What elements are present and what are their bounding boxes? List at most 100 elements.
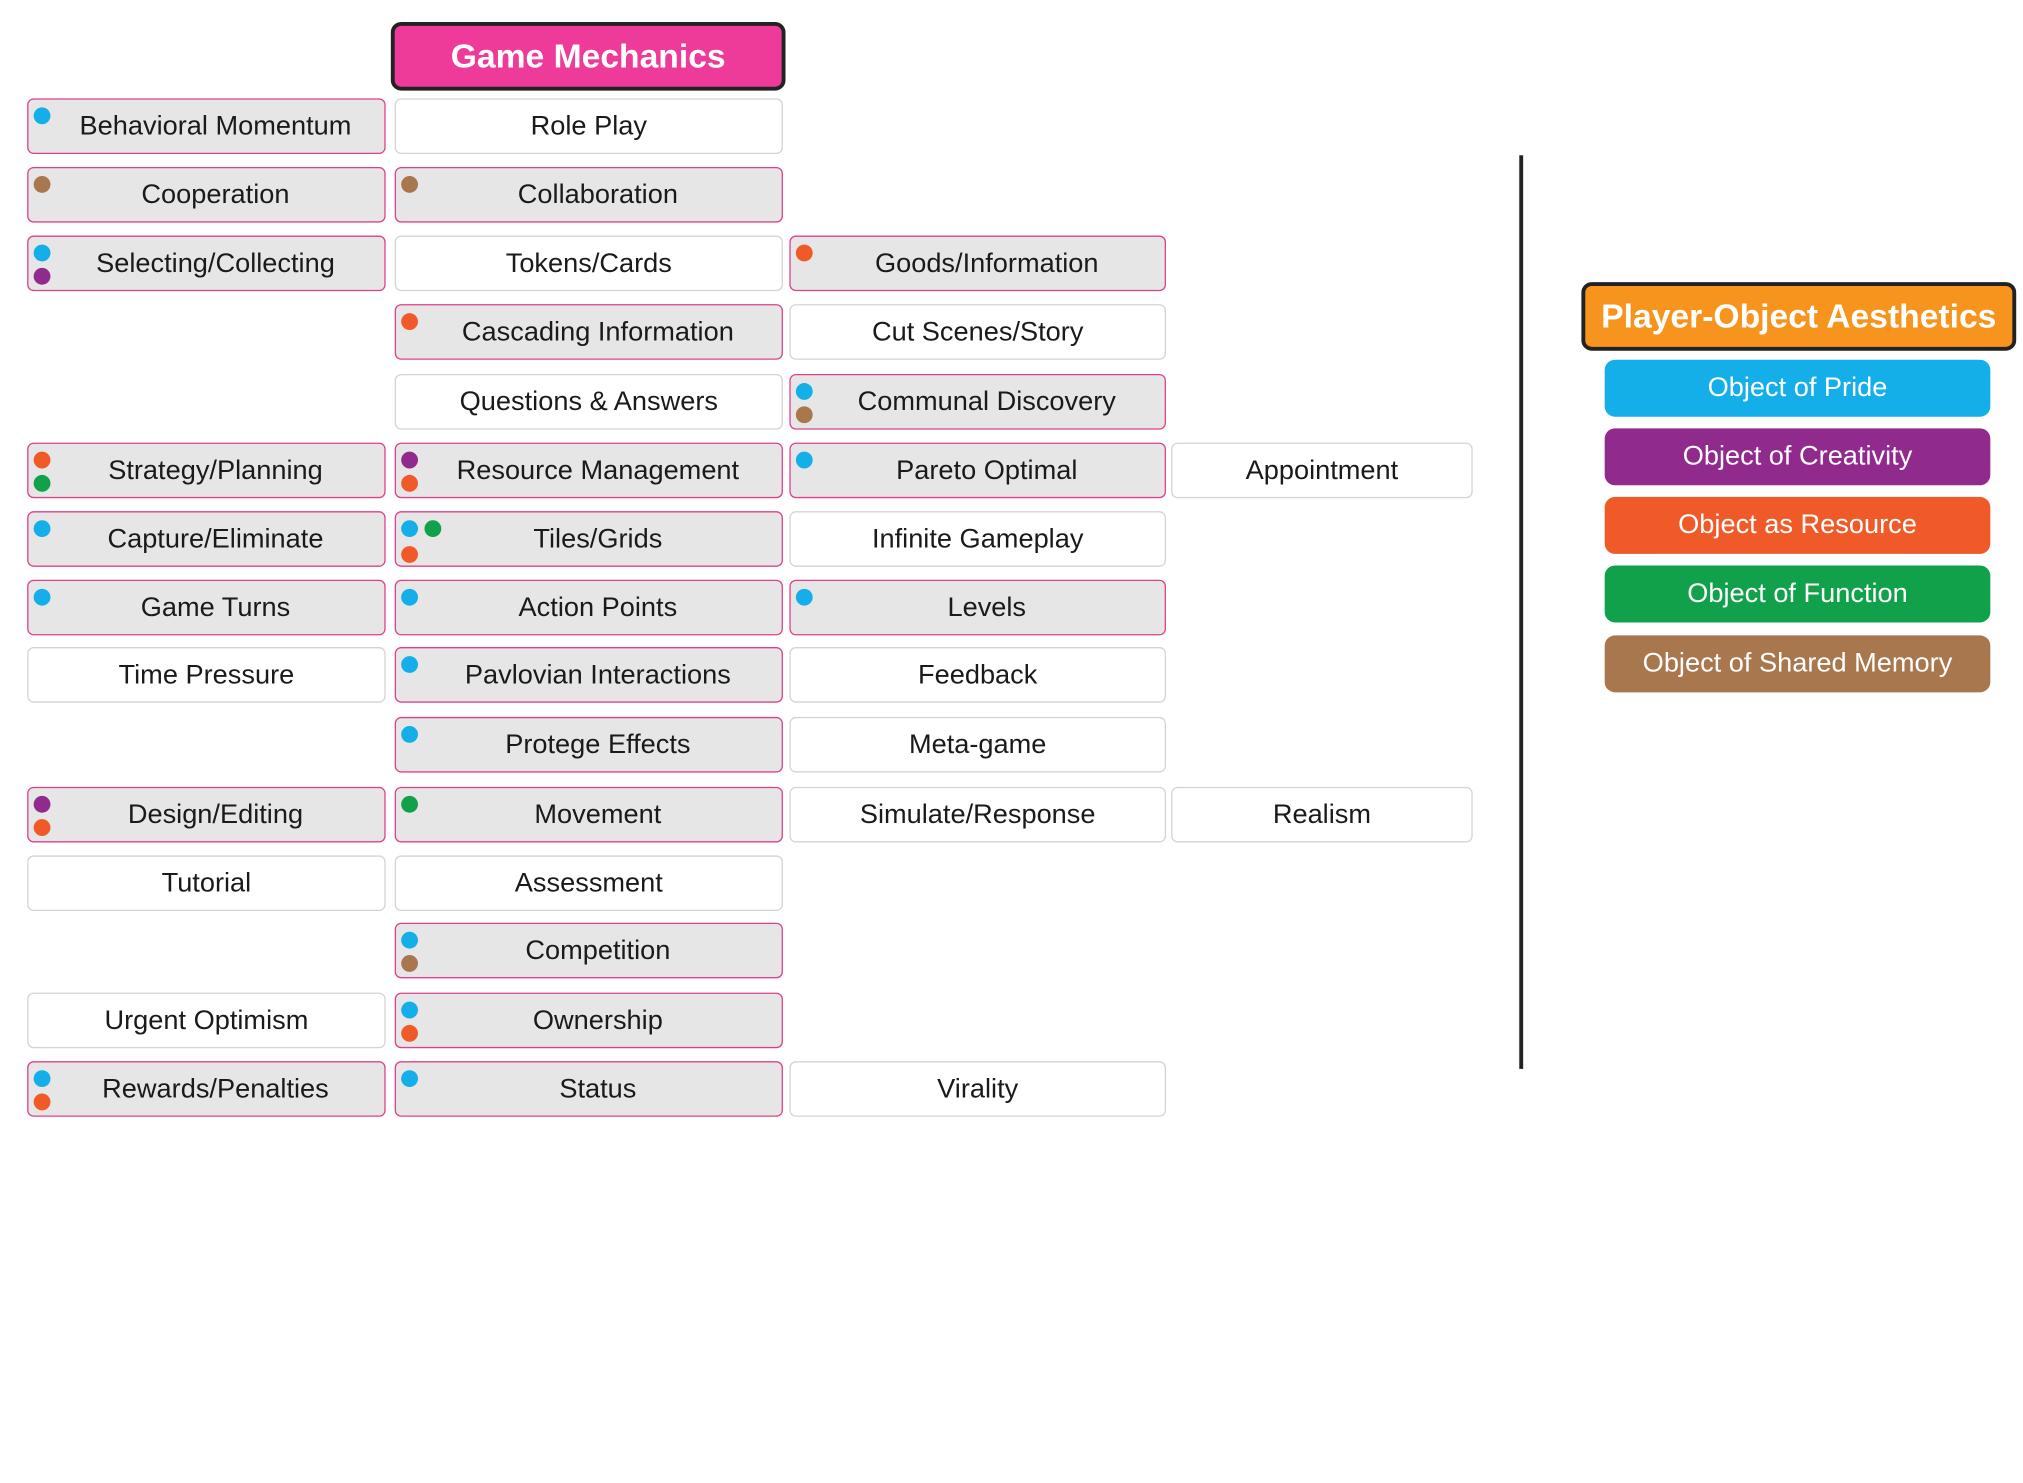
- mechanic-box: Cooperation: [27, 166, 386, 223]
- aesthetic-dot-pride: [401, 656, 418, 673]
- mechanic-label: Levels: [947, 592, 1027, 622]
- mechanic-box: Infinite Gameplay: [789, 511, 1166, 567]
- mechanic-box: Goods/Information: [789, 235, 1166, 292]
- mechanic-label: Cascading Information: [461, 316, 734, 347]
- aesthetic-dot-resource: [401, 474, 418, 492]
- mechanic-label: Collaboration: [517, 179, 678, 209]
- mechanic-label: Status: [559, 1073, 637, 1104]
- mechanic-box: Appointment: [1171, 442, 1473, 499]
- aesthetic-dot-function: [33, 474, 51, 492]
- mechanic-label: Design/Editing: [127, 799, 304, 829]
- legend-item-pride: Object of Pride: [1604, 359, 1991, 417]
- mechanic-label: Cut Scenes/Story: [871, 316, 1084, 347]
- player-object-aesthetics-title: Player-Object Aesthetics: [1581, 282, 2017, 351]
- mechanic-label: Realism: [1272, 799, 1371, 829]
- mechanic-box: Action Points: [394, 579, 783, 636]
- mechanic-box: Virality: [789, 1061, 1166, 1117]
- aesthetic-dot-pride: [401, 520, 418, 538]
- mechanic-label: Behavioral Momentum: [79, 110, 352, 141]
- mechanic-label: Game Turns: [140, 592, 291, 622]
- aesthetic-dot-function: [401, 795, 418, 813]
- mechanic-box: Design/Editing: [27, 786, 386, 843]
- aesthetic-dot-memory: [795, 406, 813, 424]
- mechanic-label: Communal Discovery: [857, 386, 1116, 417]
- aesthetic-dot-pride: [33, 1070, 51, 1088]
- aesthetic-dot-pride: [795, 451, 813, 469]
- mechanic-box: Feedback: [789, 647, 1166, 703]
- aesthetic-dot-pride: [795, 383, 813, 400]
- mechanic-label: Action Points: [518, 592, 678, 622]
- mechanic-box: Tiles/Grids: [394, 511, 783, 567]
- mechanic-label: Simulate/Response: [859, 799, 1096, 829]
- mechanic-label: Tiles/Grids: [533, 523, 663, 554]
- aesthetic-dot-pride: [401, 931, 418, 949]
- aesthetic-dot-creativity: [33, 795, 51, 813]
- legend-item-memory: Object of Shared Memory: [1604, 635, 1991, 693]
- aesthetic-dot-resource: [401, 313, 418, 330]
- aesthetic-dot-pride: [401, 588, 418, 606]
- mechanic-label: Resource Management: [456, 454, 740, 485]
- mechanic-label: Protege Effects: [505, 729, 691, 759]
- mechanic-label: Goods/Information: [874, 247, 1099, 278]
- mechanic-label: Pareto Optimal: [896, 454, 1078, 485]
- mechanic-label: Strategy/Planning: [108, 454, 323, 485]
- mechanic-box: Selecting/Collecting: [27, 235, 386, 292]
- game-mechanics-title: Game Mechanics: [390, 21, 786, 91]
- mechanic-label: Competition: [525, 934, 671, 965]
- mechanic-label: Tutorial: [161, 867, 252, 898]
- mechanic-box: Questions & Answers: [394, 373, 783, 430]
- mechanic-box: Protege Effects: [394, 716, 783, 773]
- mechanic-box: Cascading Information: [394, 304, 783, 360]
- mechanic-label: Pavlovian Interactions: [464, 659, 731, 690]
- mechanic-label: Capture/Eliminate: [107, 523, 324, 554]
- aesthetic-dot-memory: [401, 175, 418, 193]
- mechanic-label: Urgent Optimism: [104, 1004, 309, 1035]
- mechanic-box: Meta-game: [789, 716, 1166, 773]
- mechanic-box: Assessment: [394, 855, 783, 912]
- mechanic-label: Selecting/Collecting: [96, 247, 335, 278]
- aesthetic-dot-resource: [795, 244, 813, 262]
- aesthetic-dot-pride: [795, 588, 813, 606]
- aesthetic-dot-resource: [33, 819, 51, 836]
- mechanic-box: Pareto Optimal: [789, 442, 1166, 499]
- mechanic-label: Time Pressure: [118, 659, 295, 690]
- mechanic-box: Rewards/Penalties: [27, 1061, 386, 1117]
- aesthetic-dot-pride: [33, 244, 51, 262]
- legend-item-resource: Object as Resource: [1604, 496, 1991, 554]
- mechanic-box: Simulate/Response: [789, 786, 1166, 843]
- mechanic-label: Role Play: [530, 110, 647, 141]
- mechanic-box: Role Play: [394, 98, 783, 154]
- mechanic-box: Levels: [789, 579, 1166, 636]
- legend-item-function: Object of Function: [1604, 565, 1991, 623]
- aesthetic-dot-creativity: [33, 267, 51, 285]
- aesthetic-dot-pride: [33, 588, 51, 606]
- mechanic-box: Behavioral Momentum: [27, 98, 386, 154]
- aesthetic-dot-pride: [401, 725, 418, 743]
- mechanic-label: Ownership: [532, 1004, 663, 1035]
- mechanic-label: Tokens/Cards: [505, 247, 672, 278]
- mechanic-label: Questions & Answers: [459, 386, 718, 417]
- mechanic-box: Tutorial: [27, 855, 386, 912]
- mechanic-box: Collaboration: [394, 166, 783, 223]
- mechanic-label: Infinite Gameplay: [871, 523, 1084, 554]
- mechanic-box: Tokens/Cards: [394, 235, 783, 292]
- aesthetic-dot-resource: [33, 1093, 51, 1111]
- mechanic-box: Time Pressure: [27, 647, 386, 703]
- aesthetic-dot-pride: [401, 1070, 418, 1088]
- aesthetic-dot-creativity: [401, 451, 418, 469]
- aesthetic-dot-pride: [401, 1001, 418, 1019]
- divider-line: [1519, 155, 1524, 1069]
- legend-item-creativity: Object of Creativity: [1604, 428, 1991, 486]
- mechanic-box: Game Turns: [27, 579, 386, 636]
- aesthetic-dot-function: [424, 520, 442, 538]
- mechanic-label: Rewards/Penalties: [102, 1073, 329, 1104]
- mechanic-label: Virality: [937, 1073, 1019, 1104]
- mechanic-box: Resource Management: [394, 442, 783, 499]
- aesthetic-dot-pride: [33, 520, 51, 538]
- mechanic-box: Urgent Optimism: [27, 992, 386, 1049]
- aesthetic-dot-pride: [33, 107, 51, 125]
- mechanic-box: Ownership: [394, 992, 783, 1049]
- mechanic-label: Appointment: [1245, 454, 1399, 485]
- mechanic-box: Strategy/Planning: [27, 442, 386, 499]
